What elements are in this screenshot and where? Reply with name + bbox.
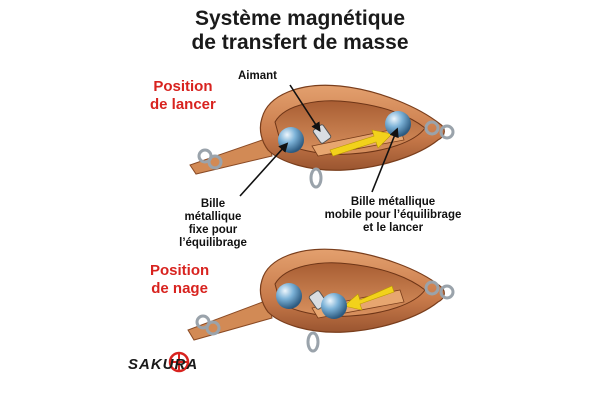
lure-swim-lip xyxy=(187,299,273,341)
moving-ball-callout: Bille métallique mobile pour l’équilibra… xyxy=(318,196,468,235)
cast-position-line-2: de lancer xyxy=(150,96,216,113)
fixed-ball-line-4: l’équilibrage xyxy=(179,237,247,249)
sakura-logo-emblem xyxy=(168,351,190,373)
lure-cast-arrow xyxy=(329,129,393,157)
sakura-logo-text: SAKURA xyxy=(128,356,199,373)
magnet-callout: Aimant xyxy=(238,70,277,82)
moving-ball-line-2: mobile pour l’équilibrage xyxy=(324,209,462,221)
title-line-1: Système magnétique xyxy=(194,7,406,30)
lure-swim-fixed-ball xyxy=(276,283,302,309)
lure-swim-arrow xyxy=(343,285,395,311)
swim-position-line-2: de nage xyxy=(151,280,208,297)
moving-ball-line-1: Bille métallique xyxy=(350,196,436,208)
swim-position-label: Position de nage xyxy=(150,262,209,298)
lure-swim xyxy=(187,248,455,353)
lure-cast-rings xyxy=(197,120,455,189)
lure-cast xyxy=(189,84,455,189)
fixed-ball-line-2: métallique xyxy=(184,211,242,223)
magnet-leader xyxy=(289,84,321,133)
cast-position-label: Position de lancer xyxy=(150,78,216,114)
fixed-ball-leader xyxy=(239,142,289,197)
fixed-ball-line-3: fixe pour xyxy=(188,224,238,236)
title-line-2: de transfert de masse xyxy=(191,31,409,54)
swim-position-line-1: Position xyxy=(150,262,210,279)
callout-leaders xyxy=(239,84,399,197)
lure-cast-lip xyxy=(189,137,273,175)
moving-ball-leader xyxy=(371,127,399,193)
lure-swim-moving-ball xyxy=(321,293,347,319)
lure-swim-rings xyxy=(195,280,455,353)
moving-ball-line-3: et le lancer xyxy=(362,222,424,234)
fixed-ball-line-1: Bille xyxy=(200,198,226,210)
fixed-ball-callout: Bille métallique fixe pour l’équilibrage xyxy=(168,198,258,250)
cast-position-line-1: Position xyxy=(153,78,213,95)
lure-cast-moving-ball xyxy=(385,111,411,137)
